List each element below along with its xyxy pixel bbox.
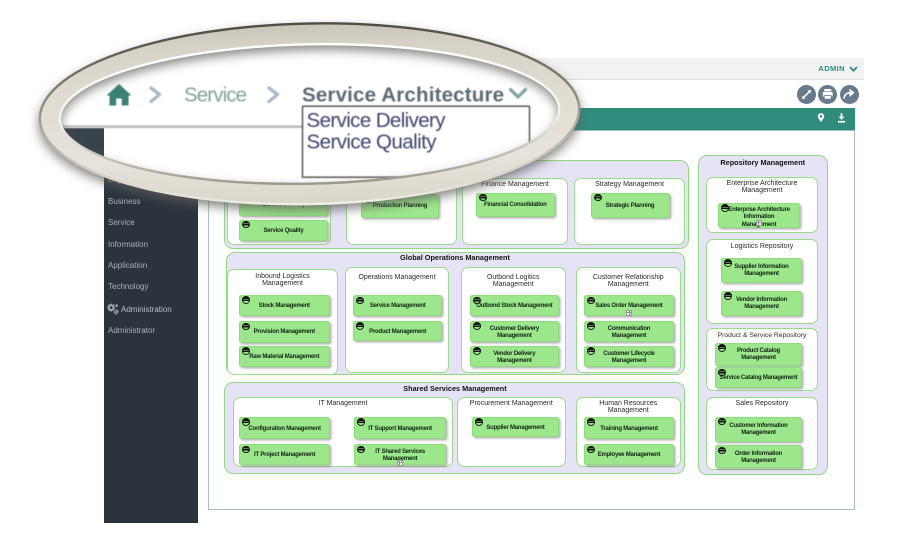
svg-text:Service Delivery: Service Delivery bbox=[307, 109, 447, 132]
svg-text:Service Architecture: Service Architecture bbox=[302, 84, 504, 107]
svg-text:Service: Service bbox=[184, 84, 247, 107]
svg-text:Service Quality: Service Quality bbox=[307, 131, 438, 154]
